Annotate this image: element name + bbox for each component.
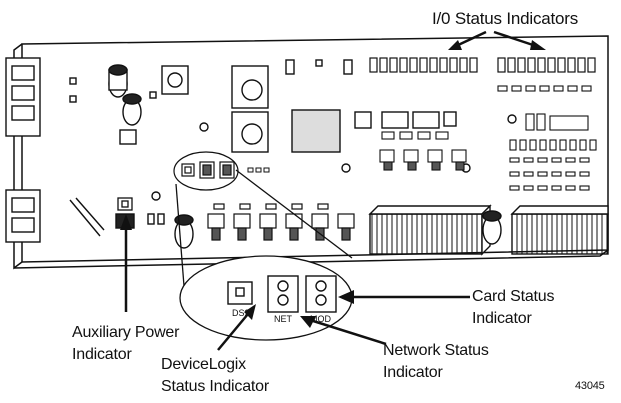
io-status-label: I/0 Status Indicators [432,9,579,28]
heatsink-left [368,204,492,256]
network-status-label-line2: Indicator [383,364,443,381]
figure-number: 43045 [575,380,605,392]
io-indicator-bank-left [369,57,478,73]
pointer-arrows [124,30,537,351]
auxiliary-power-label-line1: Auxiliary Power [72,324,180,341]
ds2-label: DS2 [232,308,250,318]
network-status-label-line1: Network Status [383,342,489,359]
auxiliary-power-label-line2: Indicator [72,346,132,363]
board-components [69,59,517,201]
net-label: NET [274,314,292,324]
board-smd-row [247,167,270,173]
heatsink-right [510,205,609,255]
card-status-label-line2: Indicator [472,310,532,327]
right-component-grid [379,85,597,191]
arrowheads [120,40,546,328]
io-indicator-bank-right [497,57,596,73]
left-connector [5,57,105,243]
devicelogix-label-line2: Status Indicator [161,378,269,395]
mod-label: MOD [310,314,331,324]
devicelogix-label-line1: DeviceLogix [161,356,246,373]
auxiliary-power-led [117,197,133,211]
card-status-label-line1: Card Status [472,288,555,305]
callout-leds [227,275,337,313]
